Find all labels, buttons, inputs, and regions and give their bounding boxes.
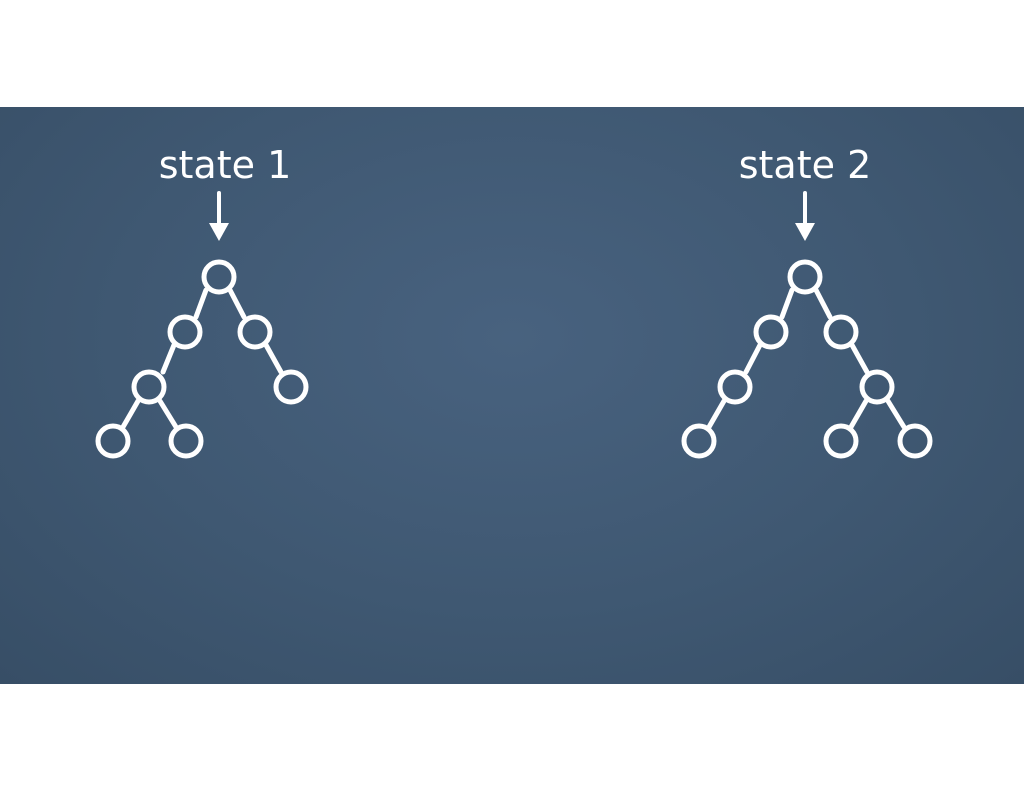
- state-1-edge-root-r: [227, 287, 247, 320]
- state-2-label: state 2: [739, 143, 872, 187]
- state-2-node-ll: [717, 369, 753, 405]
- tree-states-diagram: state 1: [95, 143, 933, 459]
- state-1-edge-ll-llr: [157, 398, 179, 430]
- state-1-node-rr: [273, 369, 309, 405]
- state-1-edge-r-rr: [263, 342, 284, 375]
- state-1-label: state 1: [159, 143, 292, 187]
- state-2-node-lll: [681, 423, 717, 459]
- state-2-node-l: [753, 314, 789, 350]
- state-1-edge-ll-lll: [120, 398, 141, 430]
- state-1-arrow: [209, 191, 229, 241]
- state-2-edge-root-l: [779, 287, 795, 320]
- slide: state 1: [0, 107, 1024, 684]
- state-1-node-r: [237, 314, 273, 350]
- state-1-node-l: [167, 314, 203, 350]
- state-1-node-lll: [95, 423, 131, 459]
- state-2-tree: [681, 259, 933, 459]
- state-1-node-llr: [168, 423, 204, 459]
- state-2-arrow: [795, 191, 815, 241]
- state-2-node-r: [823, 314, 859, 350]
- state-2-arrow-head: [795, 223, 815, 241]
- state-2-edge-l-ll: [743, 342, 763, 375]
- state-1-node-ll: [131, 369, 167, 405]
- state-2-edge-root-r: [813, 287, 833, 320]
- state-2-node-rrl: [823, 423, 859, 459]
- state-2-edge-rr-rrr: [885, 398, 907, 430]
- state-1-tree: [95, 259, 309, 459]
- state-2-group: state 2: [681, 143, 933, 459]
- state-2-edge-ll-lll: [706, 398, 727, 430]
- state-1-edge-root-l: [193, 287, 209, 320]
- state-1-node-root: [201, 259, 237, 295]
- state-1-arrow-head: [209, 223, 229, 241]
- state-2-edge-r-rr: [849, 342, 870, 375]
- state-2-node-rr: [859, 369, 895, 405]
- state-2-edge-rr-rrl: [848, 398, 869, 430]
- state-1-group: state 1: [95, 143, 309, 459]
- state-2-node-root: [787, 259, 823, 295]
- state-2-node-rrr: [897, 423, 933, 459]
- state-1-edge-l-ll: [160, 342, 177, 375]
